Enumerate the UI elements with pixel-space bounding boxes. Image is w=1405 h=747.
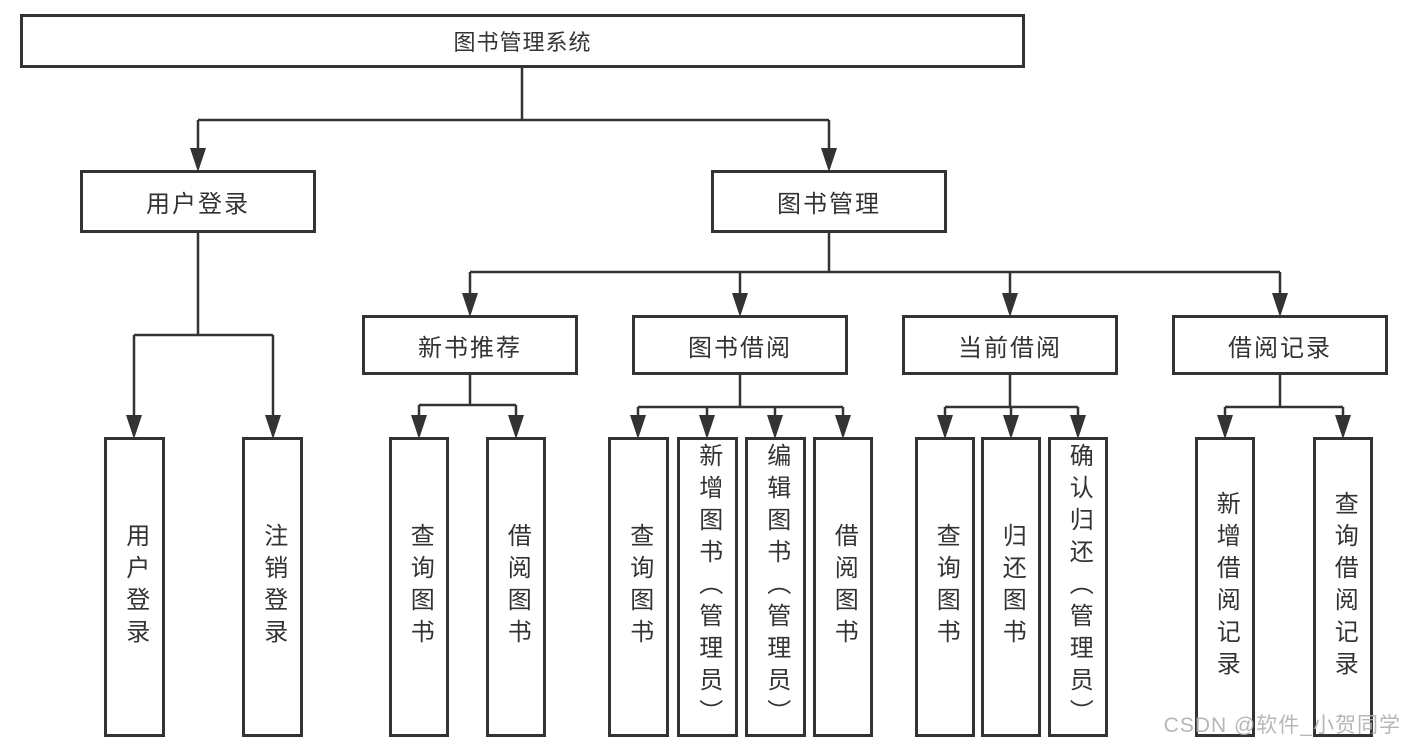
leaf-label: 新增图书（管理员） bbox=[694, 443, 722, 731]
leaf-label: 归还图书 bbox=[998, 523, 1026, 651]
node-user-login-module: 用户登录 bbox=[80, 170, 316, 233]
leaf-label: 编辑图书（管理员） bbox=[762, 443, 790, 731]
node-label: 图书管理 bbox=[777, 191, 881, 218]
leaf-label: 借阅图书 bbox=[503, 523, 531, 651]
leaf-label: 新增借阅记录 bbox=[1212, 491, 1240, 683]
node-label: 图书借阅 bbox=[688, 334, 792, 362]
node-book-management-module: 图书管理 bbox=[711, 170, 947, 233]
leaf-query-books-recommend: 查询图书 bbox=[389, 437, 449, 737]
leaf-query-books-borrow: 查询图书 bbox=[608, 437, 669, 737]
leaf-label: 确认归还（管理员） bbox=[1065, 443, 1093, 731]
leaf-query-books-current: 查询图书 bbox=[915, 437, 975, 737]
leaf-query-borrow-record: 查询借阅记录 bbox=[1313, 437, 1373, 737]
node-borrowing-records: 借阅记录 bbox=[1172, 315, 1388, 375]
leaf-return-books: 归还图书 bbox=[981, 437, 1041, 737]
leaf-label: 用户登录 bbox=[121, 523, 149, 651]
node-root-label: 图书管理系统 bbox=[453, 30, 592, 55]
node-new-book-recommend: 新书推荐 bbox=[362, 315, 578, 375]
leaf-label: 查询图书 bbox=[406, 523, 434, 651]
node-label: 新书推荐 bbox=[418, 334, 522, 362]
leaf-label: 注销登录 bbox=[259, 523, 287, 651]
leaf-borrow-books: 借阅图书 bbox=[813, 437, 873, 737]
node-root-system: 图书管理系统 bbox=[20, 14, 1025, 68]
node-current-borrowing: 当前借阅 bbox=[902, 315, 1118, 375]
leaf-confirm-return-admin: 确认归还（管理员） bbox=[1048, 437, 1108, 737]
node-book-borrowing: 图书借阅 bbox=[632, 315, 848, 375]
node-label: 借阅记录 bbox=[1228, 334, 1332, 362]
node-label: 用户登录 bbox=[146, 191, 250, 218]
leaf-user-login: 用户登录 bbox=[104, 437, 165, 737]
leaf-logout: 注销登录 bbox=[242, 437, 303, 737]
leaf-add-books-admin: 新增图书（管理员） bbox=[677, 437, 738, 737]
node-label: 当前借阅 bbox=[958, 334, 1062, 362]
leaf-add-borrow-record: 新增借阅记录 bbox=[1195, 437, 1255, 737]
csdn-watermark: CSDN @软件_小贺同学 bbox=[1163, 714, 1401, 737]
leaf-label: 查询图书 bbox=[932, 523, 960, 651]
leaf-label: 借阅图书 bbox=[830, 523, 858, 651]
leaf-edit-books-admin: 编辑图书（管理员） bbox=[745, 437, 806, 737]
leaf-label: 查询借阅记录 bbox=[1330, 491, 1358, 683]
leaf-label: 查询图书 bbox=[625, 523, 653, 651]
leaf-borrow-books-recommend: 借阅图书 bbox=[486, 437, 546, 737]
